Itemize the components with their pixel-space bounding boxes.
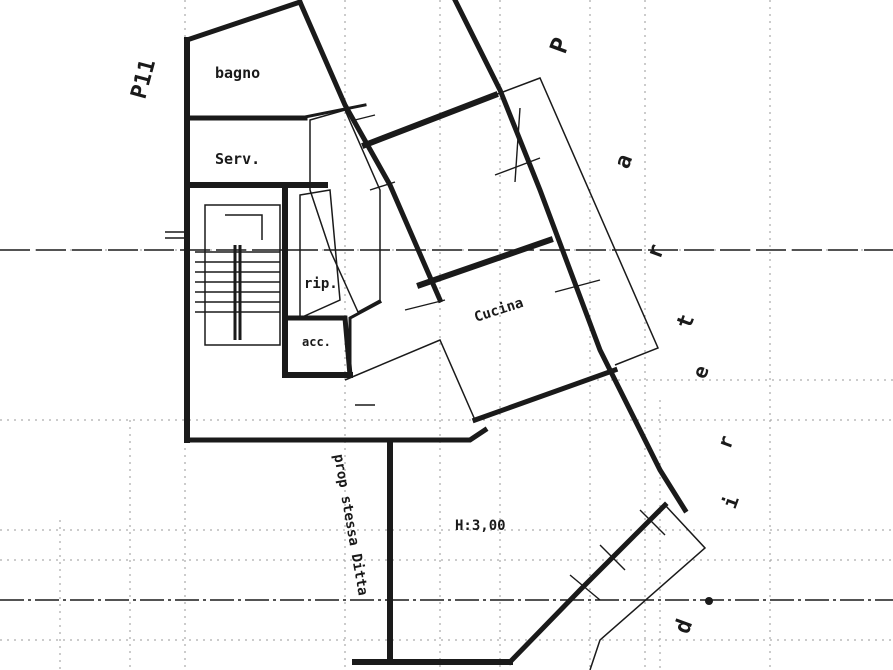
dimension-ticks — [165, 107, 666, 601]
margin-letter-6: r — [712, 432, 739, 452]
reference-lines — [0, 249, 893, 601]
survey-point-icon — [705, 597, 713, 605]
margin-letter-8: d — [670, 616, 698, 637]
room-label-rip: rip. — [304, 276, 338, 292]
extension-note: prop stessa Ditta — [330, 453, 371, 597]
margin-letter-5: e — [687, 362, 714, 382]
thin-outlines — [204, 77, 707, 670]
margin-letter-7: i — [717, 492, 744, 512]
margin-letter-3: r — [642, 241, 670, 262]
margin-letter-2: a — [610, 151, 638, 172]
margin-letters-top-left: P11 — [127, 57, 161, 102]
room-label-bagno: bagno — [215, 64, 260, 82]
room-label-acc: acc. — [302, 335, 331, 349]
room-label-serv: Serv. — [215, 150, 260, 168]
margin-letter-4: t — [672, 311, 700, 332]
height-label: H:3,00 — [455, 518, 506, 534]
margin-letter-1: P — [544, 34, 575, 57]
walls — [183, 0, 689, 666]
room-label-cucina: Cucina — [472, 295, 525, 326]
staircase — [195, 245, 280, 340]
